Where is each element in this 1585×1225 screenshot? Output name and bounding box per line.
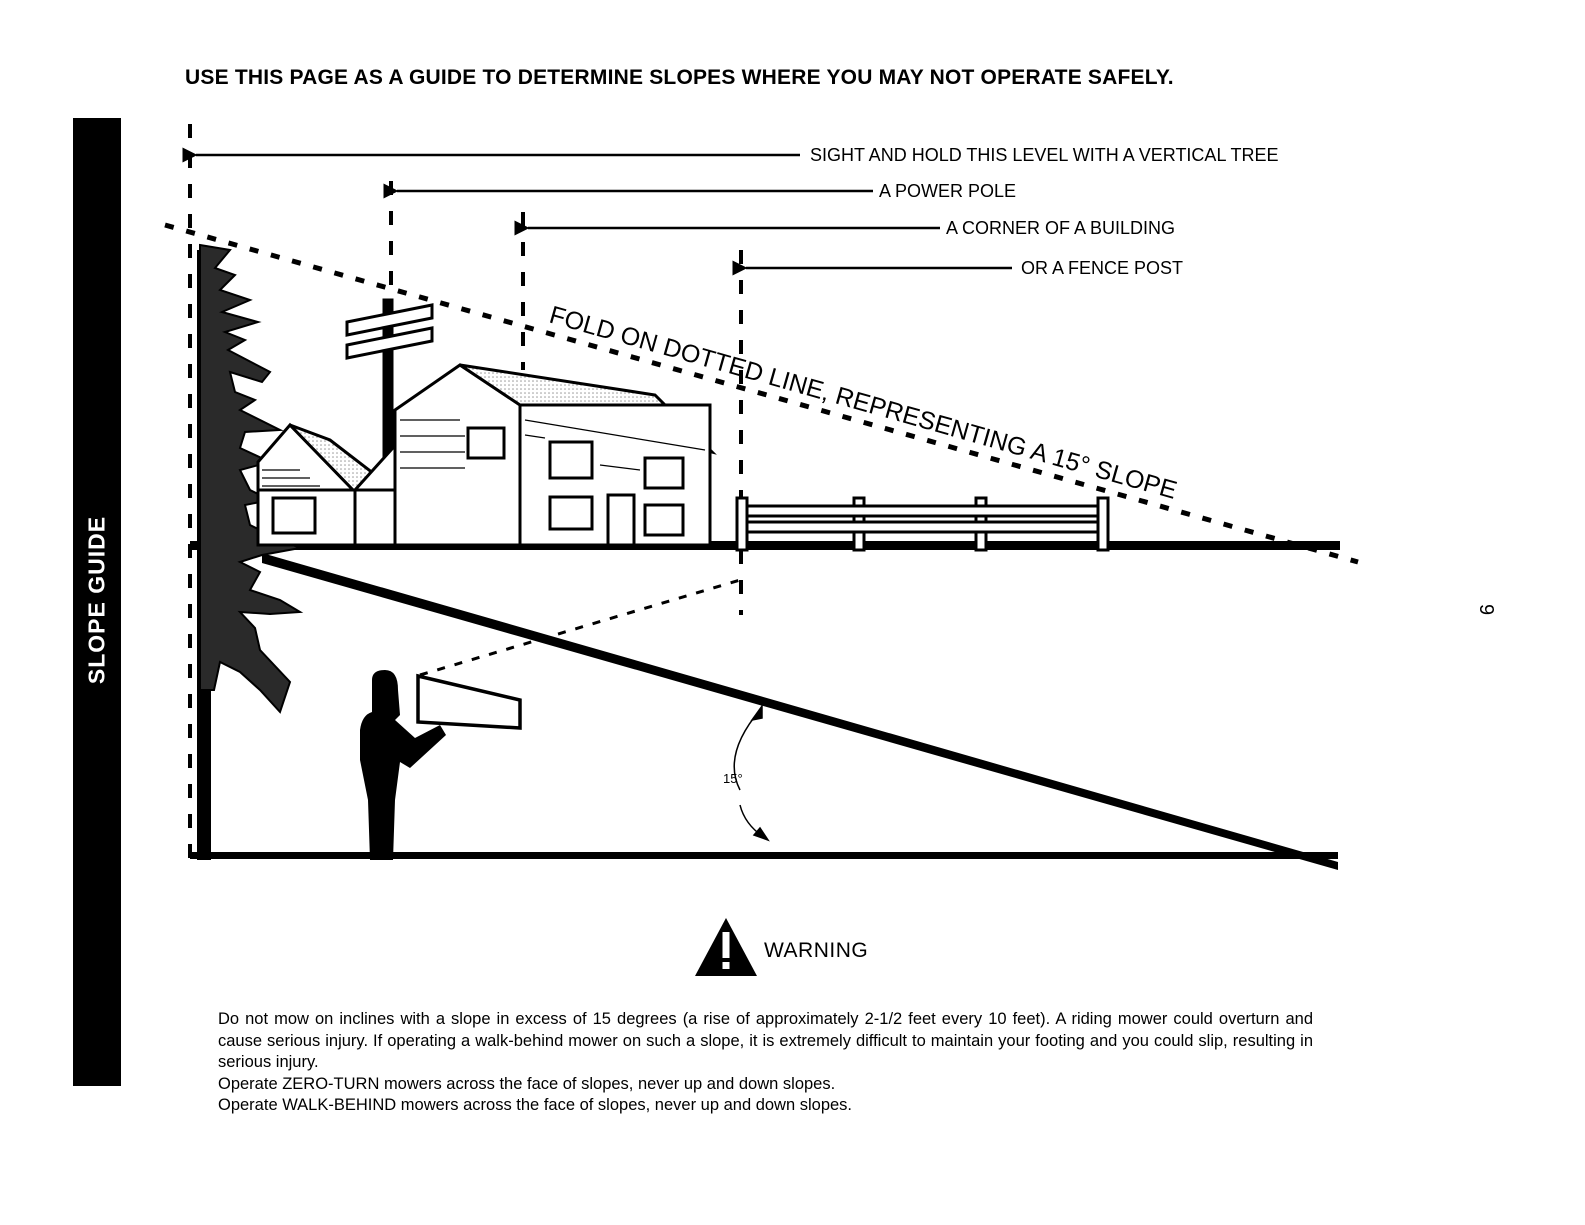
fence-illustration — [735, 496, 1110, 552]
warning-body: Do not mow on inclines with a slope in e… — [218, 1009, 1313, 1117]
warning-icon — [695, 918, 757, 976]
page-heading: USE THIS PAGE AS A GUIDE TO DETERMINE SL… — [185, 66, 1174, 89]
label-building-corner: A CORNER OF A BUILDING — [946, 218, 1175, 238]
sight-arrows — [182, 147, 1012, 276]
label-fence-post: OR A FENCE POST — [1021, 258, 1183, 278]
angle-label: 15° — [723, 771, 743, 786]
fold-line — [164, 222, 1359, 565]
warning-paragraph: Do not mow on inclines with a slope in e… — [218, 1010, 1313, 1071]
sighting-card — [416, 673, 522, 730]
tree-illustration — [197, 243, 304, 860]
warning-line-zero-turn: Operate ZERO-TURN mowers across the face… — [218, 1074, 836, 1093]
angle-indicator — [733, 703, 770, 842]
warning-line-walk-behind: Operate WALK-BEHIND mowers across the fa… — [218, 1096, 853, 1114]
label-tree: SIGHT AND HOLD THIS LEVEL WITH A VERTICA… — [810, 145, 1278, 165]
person-illustration — [360, 578, 741, 860]
side-tab — [73, 118, 121, 1086]
warning-label: WARNING — [764, 939, 869, 962]
house-illustration — [256, 363, 717, 547]
sight-line-dotted — [419, 578, 741, 677]
label-power-pole: A POWER POLE — [879, 181, 1016, 201]
ground-grass — [190, 541, 1340, 870]
